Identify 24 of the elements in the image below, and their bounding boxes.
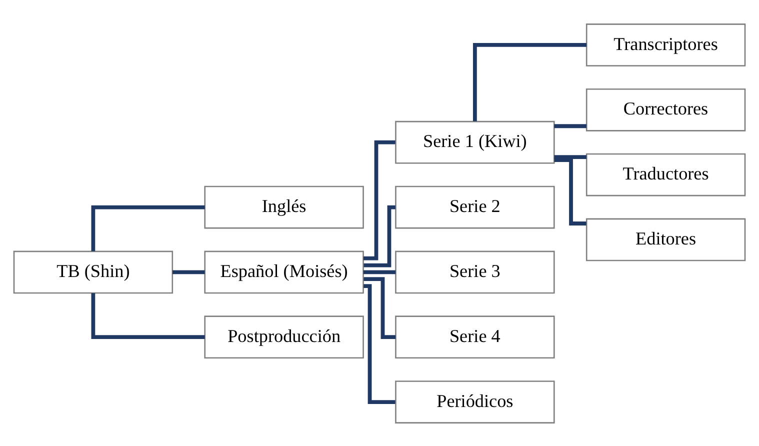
node-box: TB (Shin) <box>13 250 174 294</box>
connector <box>554 124 586 128</box>
connector <box>364 284 396 404</box>
node-box: Correctores <box>586 88 746 131</box>
node-box: Postproducción <box>204 315 364 358</box>
node-box: Serie 4 <box>395 315 555 358</box>
connector <box>172 270 205 274</box>
connector <box>91 204 205 251</box>
node-box: Periódicos <box>395 380 555 423</box>
connector <box>364 276 396 339</box>
node-box: Serie 3 <box>395 250 555 294</box>
node-box: Serie 2 <box>395 185 555 228</box>
connector <box>554 158 586 225</box>
node-box: Inglés <box>204 185 364 228</box>
connector <box>363 270 396 274</box>
node-box: Traductores <box>586 152 746 196</box>
connector <box>364 204 396 267</box>
connector <box>472 42 587 121</box>
node-box: Serie 1 (Kiwi) <box>395 120 555 164</box>
node-box: Editores <box>586 218 746 261</box>
connector <box>554 154 586 158</box>
node-box: Español (Moisés) <box>204 250 364 294</box>
connector <box>91 292 205 339</box>
node-box: Transcriptores <box>586 23 746 66</box>
